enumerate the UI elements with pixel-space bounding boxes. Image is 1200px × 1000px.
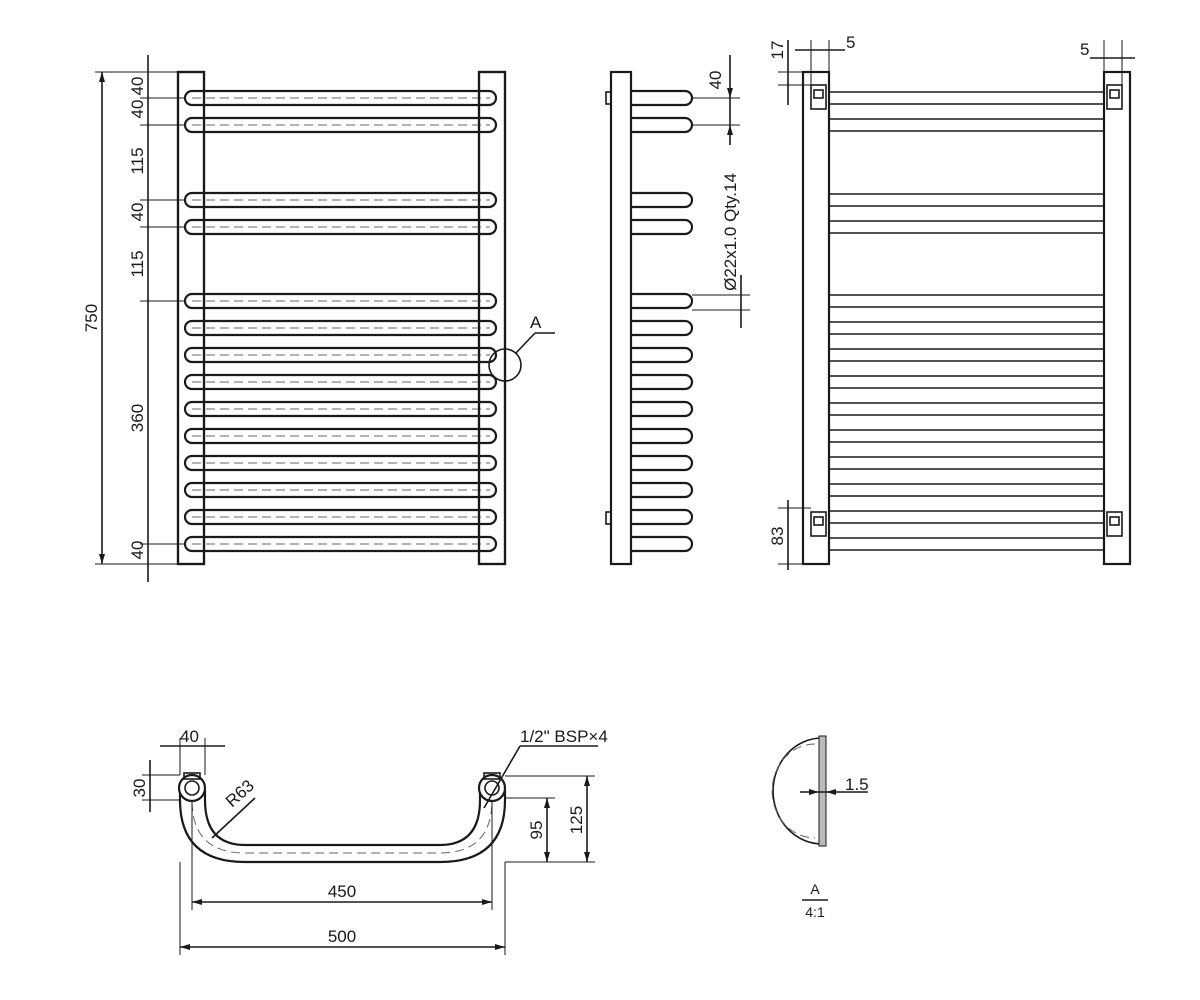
height-750-label: 750: [82, 304, 101, 332]
dim-40-b: 40: [128, 100, 147, 119]
side-bar-10: [631, 427, 694, 445]
side-rail: [609, 70, 633, 566]
back-bar-11: [829, 456, 1104, 470]
front-bar-5: [183, 292, 498, 310]
detail-wall: [818, 735, 827, 847]
back-bar-10: [829, 429, 1104, 443]
tube-spec-label: Ø22x1.0 Qty.14: [721, 173, 740, 291]
side-bar-1: [631, 89, 694, 107]
back-bar-14: [829, 537, 1104, 551]
side-bar-14: [631, 535, 694, 553]
side-bar-12: [631, 481, 694, 499]
side-bar-9: [631, 400, 694, 418]
front-bar-7: [183, 346, 498, 364]
front-bar-13: [183, 508, 498, 526]
front-dim-ticks: [140, 71, 186, 565]
back-dim-5-left: 5: [846, 33, 855, 52]
plan-dim-40: 40: [180, 727, 199, 746]
dim-115-b: 115: [128, 250, 147, 277]
back-bar-4: [829, 220, 1104, 234]
back-bar-2: [829, 118, 1104, 132]
dim-40-a: 40: [128, 77, 147, 96]
side-bar-13: [631, 508, 694, 526]
front-view: A 750 40 40 115 40 115 360 40: [82, 55, 555, 582]
back-bar-12: [829, 483, 1104, 497]
back-bar-9: [829, 402, 1104, 416]
back-bar-1: [829, 91, 1104, 105]
dim-40-c: 40: [128, 203, 147, 222]
side-bars: [631, 89, 694, 553]
front-bars: [176, 70, 507, 566]
side-bar-11: [631, 454, 694, 472]
detail-scale: 4:1: [805, 904, 825, 920]
plan-dim-95: 95: [527, 821, 546, 840]
back-left-rail: [801, 70, 831, 566]
front-bar-11: [183, 454, 498, 472]
side-view: 40 Ø22x1.0 Qty.14: [605, 55, 750, 566]
detail-a-view: 1.5 A 4:1: [771, 735, 869, 920]
back-bar-7: [829, 348, 1104, 362]
side-bar-8: [631, 373, 694, 391]
detail-wall-thickness: 1.5: [845, 775, 869, 794]
plan-tube-inner: [203, 790, 482, 847]
plan-dim-125: 125: [567, 806, 586, 834]
dim-360: 360: [128, 404, 147, 432]
front-bar-4: [183, 218, 498, 236]
back-dim-83: 83: [768, 527, 787, 546]
detail-a-circle: [488, 348, 522, 382]
back-bar-5: [829, 294, 1104, 308]
back-dim-5-right: 5: [1080, 40, 1089, 59]
back-bar-6: [829, 321, 1104, 335]
side-bar-2: [631, 116, 694, 134]
plan-dim-30: 30: [130, 779, 149, 798]
side-bar-5: [631, 292, 694, 310]
back-view: 17 5 5 83: [768, 33, 1135, 570]
front-dim-labels: 40 40 115 40 115 360 40: [128, 77, 147, 560]
back-dim-17: 17: [768, 41, 787, 60]
side-pitch-40: 40: [706, 71, 725, 90]
front-bar-8: [183, 373, 498, 391]
front-bar-9: [183, 400, 498, 418]
dim-115-a: 115: [128, 147, 147, 174]
back-bar-3: [829, 193, 1104, 207]
bracket-bottom-right: [1106, 511, 1123, 537]
front-bar-14: [183, 535, 498, 553]
front-bar-12: [183, 481, 498, 499]
back-bar-8: [829, 375, 1104, 389]
back-right-rail: [1102, 70, 1132, 566]
back-bar-13: [829, 510, 1104, 524]
plan-bend-radius: R63: [222, 776, 258, 811]
front-bar-2: [183, 116, 498, 134]
front-bar-10: [183, 427, 498, 445]
detail-label: A: [810, 881, 820, 897]
plan-tube-outer: [178, 790, 507, 864]
side-bar-6: [631, 319, 694, 337]
right-rail: [477, 70, 507, 566]
bracket-top-right: [1106, 84, 1123, 110]
plan-connection-spec: 1/2" BSP×4: [520, 727, 608, 746]
plan-view: 40 30 R63 1/2" BSP×4 95 125 450: [130, 727, 608, 955]
plan-dim-500: 500: [328, 927, 356, 946]
detail-arc: [772, 737, 823, 845]
side-bar-3: [631, 191, 694, 209]
side-bar-7: [631, 346, 694, 364]
bracket-top-left: [810, 84, 827, 110]
dim-40-d: 40: [128, 541, 147, 560]
detail-a-marker: A: [530, 313, 542, 332]
plan-dim-450: 450: [328, 882, 356, 901]
front-bar-6: [183, 319, 498, 337]
side-bar-4: [631, 218, 694, 236]
back-bars: [829, 91, 1104, 551]
bracket-bottom-left: [810, 511, 827, 537]
front-bar-1: [183, 89, 498, 107]
front-bar-3: [183, 191, 498, 209]
